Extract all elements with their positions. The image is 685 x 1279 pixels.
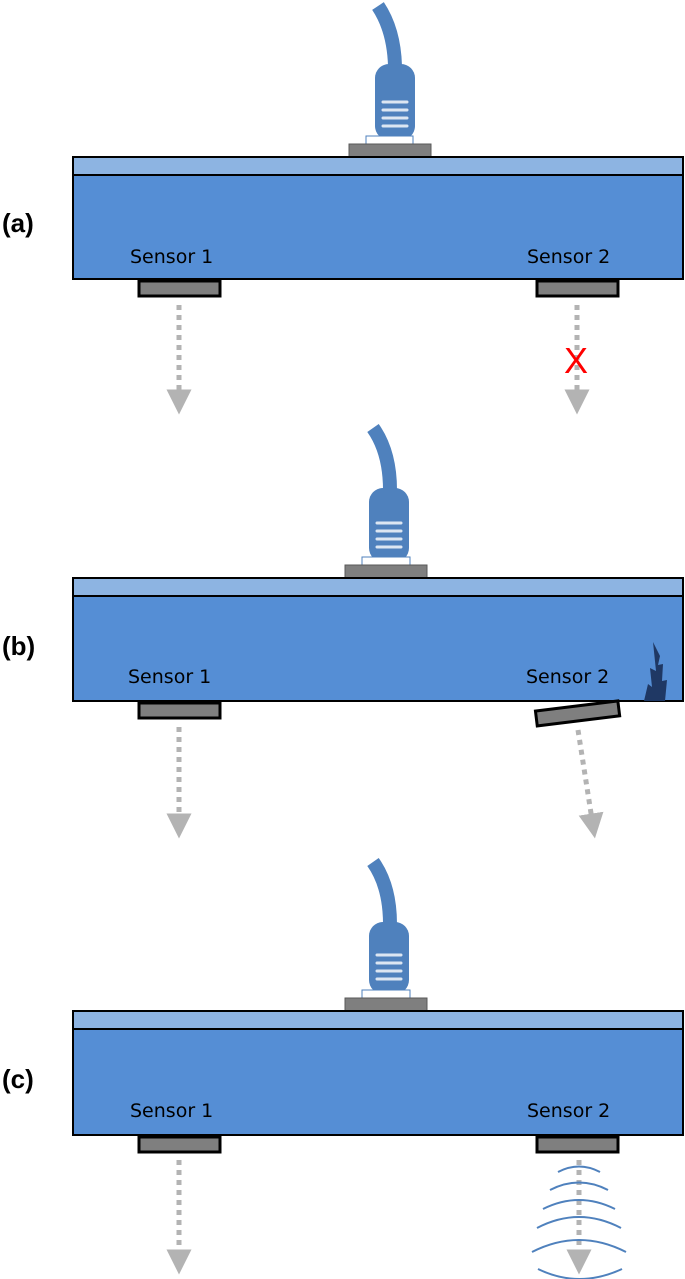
cable-icon <box>372 2 402 67</box>
sensor-2-detached <box>533 699 622 728</box>
sensor-2-label: Sensor 2 <box>527 246 610 268</box>
panel-label: (a) <box>2 208 34 238</box>
panel-label: (b) <box>2 631 35 661</box>
sensor-1-label: Sensor 1 <box>130 246 213 268</box>
plate-top-layer <box>72 577 684 597</box>
cable-icon <box>367 423 397 491</box>
sensor-2-label: Sensor 2 <box>527 1100 610 1122</box>
plate-body <box>72 174 684 280</box>
panel-label: (c) <box>2 1064 34 1094</box>
connector-icon <box>344 857 428 1012</box>
vibration-waves-icon <box>531 1165 627 1279</box>
sensor-1 <box>137 701 222 720</box>
signal-arrow-2-deflected <box>575 729 604 839</box>
plate-body <box>72 595 684 702</box>
fault-mark: X <box>564 340 588 381</box>
sensor-2 <box>535 1135 620 1154</box>
sensor-1-label: Sensor 1 <box>128 666 211 688</box>
connector-icon <box>348 2 432 158</box>
plate-top-layer <box>72 156 684 176</box>
sensor-1 <box>137 279 222 298</box>
panel-a: (a) Sensor 1 Sensor 2 X <box>2 2 684 415</box>
sensor-1-label: Sensor 1 <box>130 1100 213 1122</box>
plate-top-layer <box>72 1010 684 1030</box>
sensor-2-label: Sensor 2 <box>526 666 609 688</box>
cable-icon <box>367 857 397 925</box>
sensor-2 <box>535 279 620 298</box>
sensor-1 <box>137 1135 222 1154</box>
panel-c: (c) Sensor 1 Sensor 2 <box>2 857 684 1279</box>
plate-body <box>72 1028 684 1136</box>
connector-icon <box>344 423 428 579</box>
panel-b: (b) Sensor 1 Sensor 2 <box>2 423 684 839</box>
crack-icon <box>644 642 667 701</box>
